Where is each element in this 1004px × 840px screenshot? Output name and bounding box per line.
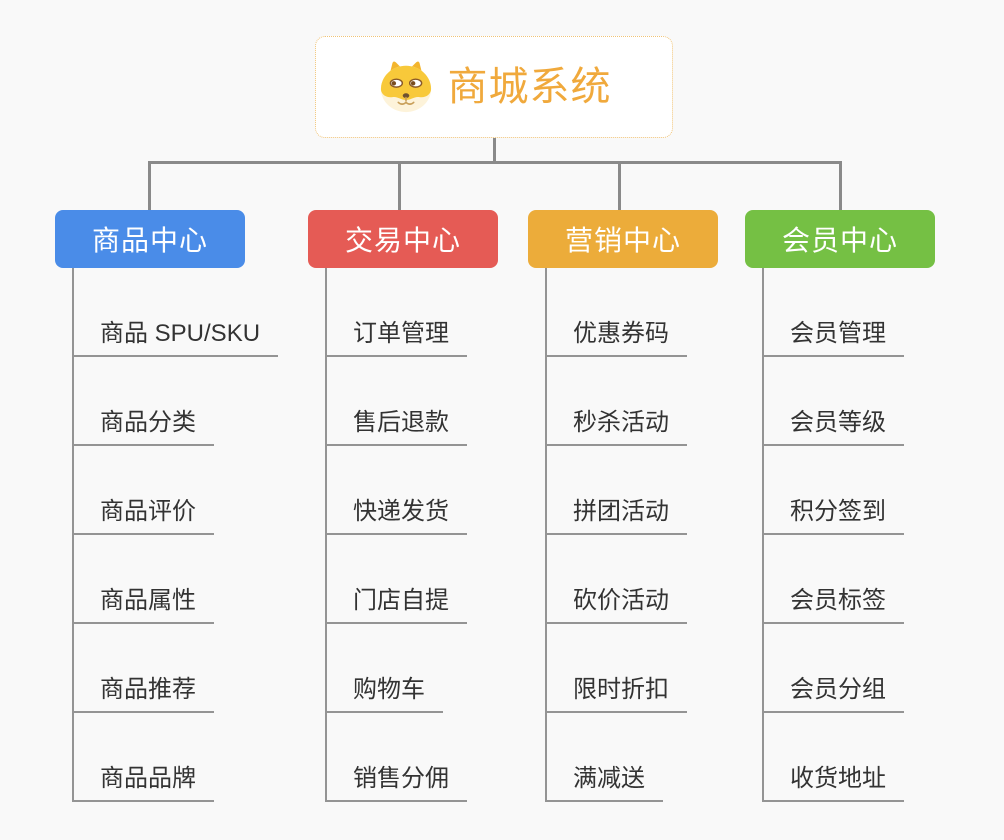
root-node[interactable]: 商城系统 bbox=[315, 36, 673, 138]
branch-item[interactable]: 售后退款 bbox=[325, 411, 467, 446]
branch-item-row: 商品评价 bbox=[72, 446, 278, 535]
branch: 商品中心 商品 SPU/SKU 商品分类商品评价商品属性商品推荐商品品牌 bbox=[55, 210, 279, 802]
branch-item[interactable]: 销售分佣 bbox=[325, 767, 467, 802]
branch-item[interactable]: 商品属性 bbox=[72, 589, 214, 624]
branch-children: 商品 SPU/SKU 商品分类商品评价商品属性商品推荐商品品牌 bbox=[72, 268, 279, 802]
connector-horizontal bbox=[148, 161, 842, 164]
branch-item[interactable]: 订单管理 bbox=[325, 322, 467, 357]
branch-item-row: 积分签到 bbox=[762, 446, 935, 535]
branch-item[interactable]: 快递发货 bbox=[325, 500, 467, 535]
branch-item[interactable]: 会员管理 bbox=[762, 322, 904, 357]
branch-item[interactable]: 商品推荐 bbox=[72, 678, 214, 713]
branch-item-row: 商品推荐 bbox=[72, 624, 278, 713]
branch-children: 订单管理售后退款快递发货门店自提购物车销售分佣 bbox=[325, 268, 498, 802]
branch-item[interactable]: 商品评价 bbox=[72, 500, 214, 535]
branch-header[interactable]: 商品中心 bbox=[55, 210, 245, 268]
branch-item-row: 会员标签 bbox=[762, 535, 935, 624]
branch: 会员中心 会员管理会员等级积分签到会员标签会员分组收货地址 bbox=[745, 210, 935, 802]
branch-item-row: 商品分类 bbox=[72, 357, 278, 446]
branch-item-row: 商品属性 bbox=[72, 535, 278, 624]
branch-item-row: 优惠券码 bbox=[545, 268, 718, 357]
branch-item[interactable]: 收货地址 bbox=[762, 767, 904, 802]
branch-children: 优惠券码秒杀活动拼团活动砍价活动限时折扣满减送 bbox=[545, 268, 718, 802]
branch-item-row: 门店自提 bbox=[325, 535, 498, 624]
root-title: 商城系统 bbox=[447, 65, 612, 109]
branch-header[interactable]: 会员中心 bbox=[745, 210, 935, 268]
doge-icon bbox=[380, 61, 431, 113]
branch-header[interactable]: 交易中心 bbox=[308, 210, 498, 268]
branch-item-row: 会员等级 bbox=[762, 357, 935, 446]
branch-item-row: 满减送 bbox=[545, 713, 718, 802]
branch-item[interactable]: 商品 SPU/SKU bbox=[72, 322, 279, 357]
branch-item-row: 会员管理 bbox=[762, 268, 935, 357]
connector-root-stub bbox=[493, 138, 496, 163]
branch-item[interactable]: 门店自提 bbox=[325, 589, 467, 624]
branch-item[interactable]: 砍价活动 bbox=[545, 589, 687, 624]
branch-item[interactable]: 会员标签 bbox=[762, 589, 904, 624]
connector-drop-1 bbox=[148, 161, 151, 210]
branch-item-row: 快递发货 bbox=[325, 446, 498, 535]
branch-item[interactable]: 会员分组 bbox=[762, 678, 904, 713]
branch: 交易中心 订单管理售后退款快递发货门店自提购物车销售分佣 bbox=[308, 210, 498, 802]
branch-item-row: 秒杀活动 bbox=[545, 357, 718, 446]
branch-item[interactable]: 积分签到 bbox=[762, 500, 904, 535]
branch-item[interactable]: 会员等级 bbox=[762, 411, 904, 446]
branch-item-row: 商品品牌 bbox=[72, 713, 278, 802]
branch-item-row: 售后退款 bbox=[325, 357, 498, 446]
branch-children: 会员管理会员等级积分签到会员标签会员分组收货地址 bbox=[762, 268, 935, 802]
branch: 营销中心 优惠券码秒杀活动拼团活动砍价活动限时折扣满减送 bbox=[528, 210, 718, 802]
branch-item[interactable]: 优惠券码 bbox=[545, 322, 687, 357]
branch-item-row: 销售分佣 bbox=[325, 713, 498, 802]
connector-drop-3 bbox=[618, 161, 621, 210]
branch-item-row: 限时折扣 bbox=[545, 624, 718, 713]
branch-item[interactable]: 购物车 bbox=[325, 678, 443, 713]
branch-item-row: 拼团活动 bbox=[545, 446, 718, 535]
branch-item[interactable]: 限时折扣 bbox=[545, 678, 687, 713]
branch-item[interactable]: 商品品牌 bbox=[72, 767, 214, 802]
branch-item-row: 会员分组 bbox=[762, 624, 935, 713]
branch-item-row: 订单管理 bbox=[325, 268, 498, 357]
branch-item-row: 商品 SPU/SKU bbox=[72, 268, 279, 357]
branch-item-row: 砍价活动 bbox=[545, 535, 718, 624]
branch-item[interactable]: 秒杀活动 bbox=[545, 411, 687, 446]
connector-drop-2 bbox=[398, 161, 401, 210]
connector-drop-4 bbox=[839, 161, 842, 210]
branch-item[interactable]: 拼团活动 bbox=[545, 500, 687, 535]
branch-item-row: 购物车 bbox=[325, 624, 498, 713]
branch-item[interactable]: 商品分类 bbox=[72, 411, 214, 446]
branch-item[interactable]: 满减送 bbox=[545, 767, 663, 802]
branch-header[interactable]: 营销中心 bbox=[528, 210, 718, 268]
branch-item-row: 收货地址 bbox=[762, 713, 935, 802]
